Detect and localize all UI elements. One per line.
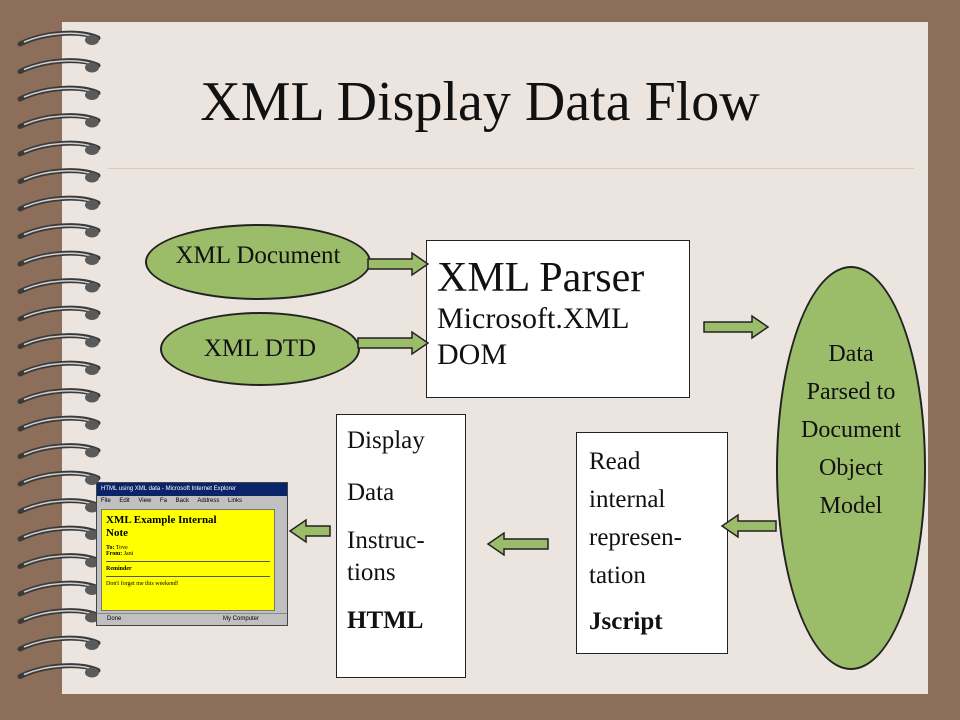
note-divider-2 [106,576,270,577]
read-line-4: tation [589,562,646,589]
spiral-ring [17,195,101,212]
document-object-model-node: Data Parsed to Document Object Model [776,266,926,670]
dom-line-4: Object [819,455,883,481]
status-right: My Computer [223,616,260,622]
spiral-ring [17,525,101,542]
dom-line-3: Document [801,417,901,443]
note-to-row: To: Tove [102,545,274,551]
spiral-ring [17,608,101,624]
status-left: Done [107,616,122,622]
display-bold: HTML [347,607,424,634]
read-bold: Jscript [589,608,663,635]
spiral-ring [17,580,101,597]
spiral-ring [17,250,101,267]
dom-line-2: Parsed to [806,379,896,405]
parser-heading: XML Parser [437,255,645,301]
browser-title-bar: HTML using XML data - Microsoft Internet… [97,483,287,496]
spiral-ring [17,113,101,129]
spiral-ring [17,470,101,487]
spiral-ring [17,58,101,74]
note-divider-1 [106,561,270,562]
menu-fa: Fa [159,498,167,504]
spiral-ring [17,85,101,102]
menu-view: View [138,498,152,504]
spiral-ring [17,388,101,404]
spiral-ring [17,498,101,514]
note-title-2: Note [106,527,128,539]
read-line-1: Read [589,448,641,475]
spiral-ring [17,140,101,157]
slide-title: XML Display Data Flow [200,71,760,133]
xml-parser-box: XML Parser Microsoft.XML DOM [426,240,690,398]
spiral-ring [17,635,101,652]
menu-address: Address [197,498,220,504]
spiral-ring [17,278,101,294]
display-line-1: Display [347,427,425,454]
note-title-1: XML Example Internal [106,514,217,526]
note-to-label: To: [106,545,115,551]
spiral-ring [17,443,101,459]
note-heading: Reminder [106,566,132,572]
read-line-2: internal [589,486,666,513]
spiral-ring [17,663,101,679]
spiral-binding [17,30,101,679]
display-line-3: Instruc- [347,527,425,554]
spiral-ring [17,333,101,349]
title-divider [108,168,914,169]
parser-line-2: DOM [437,338,508,371]
xml-dtd-label: XML DTD [203,335,317,362]
note-to-value: Tove [115,545,128,551]
menu-back: Back [175,498,189,504]
menu-links: Links [228,498,243,504]
spiral-ring [17,30,101,47]
spiral-ring [17,305,101,322]
spiral-ring [17,223,101,239]
dom-line-1: Data [828,341,874,367]
browser-menu-bar: File Edit View Fa Back Address Links [97,496,287,507]
display-line-2: Data [347,479,395,506]
note-body: Don't forget me this weekend! [106,581,179,587]
dom-line-5: Model [819,493,883,519]
display-line-4: tions [347,559,396,586]
browser-status-bar: Done My Computer [97,613,287,625]
note-from-row: From: Jani [102,551,274,557]
display-instructions-box: Display Data Instruc- tions HTML [336,414,466,678]
menu-file: File [101,498,111,504]
xml-document-label: XML Document [175,242,341,269]
spiral-ring [17,360,101,377]
menu-edit: Edit [119,498,130,504]
note-panel: XML Example Internal Note To: Tove From:… [101,509,275,611]
note-from-label: From: [106,551,123,557]
spiral-ring [17,553,101,569]
browser-screenshot: HTML using XML data - Microsoft Internet… [96,482,288,626]
parser-line-1: Microsoft.XML [437,302,630,335]
spiral-ring [17,168,101,184]
xml-document-node: XML Document [145,224,371,300]
read-line-3: represen- [589,524,682,551]
note-from-value: Jani [123,551,134,557]
spiral-ring [17,415,101,432]
xml-dtd-node: XML DTD [160,312,360,386]
read-internal-box: Read internal represen- tation Jscript [576,432,728,654]
